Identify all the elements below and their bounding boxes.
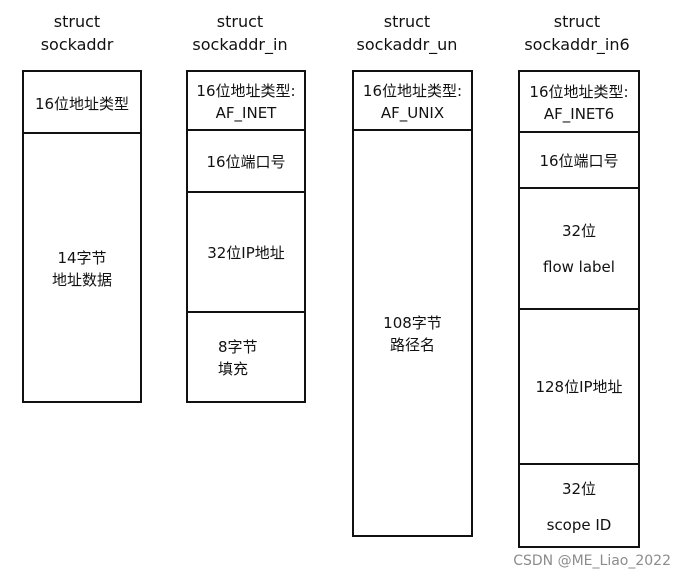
field-label: 路径名 — [389, 336, 435, 354]
struct-title-line: struct — [216, 12, 264, 31]
field-label: 地址数据 — [51, 270, 112, 289]
field-label: 8字节 — [218, 338, 258, 356]
struct-title-sockaddr-in6: struct sockaddr_in6 — [497, 10, 657, 56]
field-label: 16位地址类型 — [34, 94, 130, 113]
field-label: scope ID — [546, 515, 612, 534]
field-cell: 108字节路径名 — [354, 129, 471, 537]
struct-title-sockaddr-in: struct sockaddr_in — [160, 10, 320, 56]
field-label: 32位 — [561, 479, 597, 498]
struct-title-line: struct — [53, 12, 101, 31]
field-label: flow label — [543, 258, 615, 276]
field-label: AF_INET — [215, 104, 277, 122]
struct-title-line: sockaddr_in6 — [524, 35, 630, 54]
struct-title-line: sockaddr_un — [356, 35, 458, 54]
field-cell: 32位 scope ID — [520, 463, 638, 548]
struct-title-sockaddr-un: struct sockaddr_un — [327, 10, 487, 56]
field-label: 32位IP地址 — [207, 243, 285, 262]
struct-box-sockaddr: 16位地址类型 14字节地址数据 — [22, 70, 142, 403]
struct-title-line: struct — [553, 12, 601, 31]
field-cell: 32位IP地址 — [188, 191, 304, 312]
field-cell: 128位IP地址 — [520, 308, 638, 464]
struct-box-sockaddr-in6: 16位地址类型: AF_INET6 16位端口号 32位 flow label 128位I… — [518, 70, 640, 548]
field-cell: 8字节填充 — [188, 311, 304, 403]
field-label: 16位端口号 — [539, 151, 619, 170]
field-cell: 32位 flow label — [520, 187, 638, 309]
watermark: CSDN @ME_Liao_2022 — [513, 553, 671, 569]
field-label: AF_INET6 — [543, 105, 615, 123]
field-cell: 16位端口号 — [520, 131, 638, 188]
field-label: 16位地址类型: — [196, 82, 296, 100]
field-cell: 16位地址类型: AF_UNIX — [354, 72, 471, 132]
field-label: 128位IP地址 — [535, 378, 623, 396]
field-cell: 16位地址类型: AF_INET6 — [520, 72, 638, 134]
field-cell: 16位地址类型: AF_INET — [188, 72, 304, 132]
field-label: 16位地址类型: — [362, 82, 463, 100]
struct-box-sockaddr-in: 16位地址类型: AF_INET 16位端口号 32位IP地址 8字节填充 — [186, 70, 306, 403]
field-label: 填充 — [218, 360, 249, 378]
field-cell: 14字节地址数据 — [24, 132, 140, 403]
field-label: 32位 — [561, 222, 597, 240]
struct-box-sockaddr-un: 16位地址类型: AF_UNIX 108字节路径名 — [352, 70, 473, 537]
field-label: 108字节 — [383, 314, 442, 332]
field-cell: 16位地址类型 — [24, 72, 140, 135]
struct-title-line: struct — [383, 12, 431, 31]
struct-title-sockaddr: struct sockaddr — [0, 10, 157, 56]
field-label: 14字节 — [57, 248, 107, 267]
field-label: AF_UNIX — [380, 104, 445, 122]
field-label: 16位端口号 — [206, 152, 286, 171]
struct-title-line: sockaddr_in — [192, 35, 288, 54]
field-label: 16位地址类型: — [529, 83, 629, 101]
field-cell: 16位端口号 — [188, 129, 304, 192]
struct-title-line: sockaddr — [40, 35, 114, 54]
